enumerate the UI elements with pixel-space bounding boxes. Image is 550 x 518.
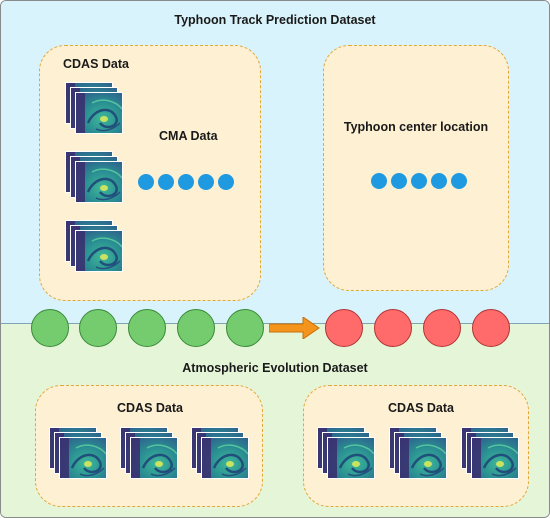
past-time-step-node: [79, 309, 117, 347]
typhoon-center-dot: [431, 173, 447, 189]
future-time-step-node: [423, 309, 461, 347]
top-left-box-label: CDAS Data: [63, 57, 129, 71]
cdas-image-stack: [65, 82, 127, 138]
cma-data-dot: [198, 174, 214, 190]
field-thumbnail-layer: [75, 92, 123, 134]
field-thumbnail-layer: [399, 437, 447, 479]
field-thumbnail-layer: [201, 437, 249, 479]
field-thumbnail-layer: [130, 437, 178, 479]
bottom-right-box-label: CDAS Data: [388, 401, 454, 415]
cdas-image-stack: [65, 220, 127, 276]
cma-data-dot: [138, 174, 154, 190]
top-section-title: Typhoon Track Prediction Dataset: [174, 13, 376, 27]
past-time-step-node: [177, 309, 215, 347]
field-thumbnail-layer: [59, 437, 107, 479]
prediction-arrow-icon: [269, 317, 320, 339]
typhoon-center-location-label: Typhoon center location: [343, 120, 489, 134]
cma-data-label: CMA Data: [159, 129, 218, 143]
field-thumbnail-layer: [327, 437, 375, 479]
cma-data-dot: [218, 174, 234, 190]
top-right-data-box: [323, 45, 509, 291]
bottom-section-title: Atmospheric Evolution Dataset: [182, 361, 368, 375]
past-time-step-node: [31, 309, 69, 347]
bottom-left-box-label: CDAS Data: [117, 401, 183, 415]
cdas-image-stack: [461, 427, 523, 483]
field-thumbnail-layer: [75, 161, 123, 203]
cdas-image-stack: [49, 427, 111, 483]
cma-data-dot: [158, 174, 174, 190]
typhoon-center-dot: [451, 173, 467, 189]
typhoon-center-dot: [371, 173, 387, 189]
typhoon-center-dot: [411, 173, 427, 189]
cdas-image-stack: [120, 427, 182, 483]
cdas-image-stack: [191, 427, 253, 483]
cdas-image-stack: [389, 427, 451, 483]
cma-data-dot: [178, 174, 194, 190]
field-thumbnail-layer: [471, 437, 519, 479]
past-time-step-node: [128, 309, 166, 347]
future-time-step-node: [325, 309, 363, 347]
cdas-image-stack: [65, 151, 127, 207]
future-time-step-node: [374, 309, 412, 347]
past-time-step-node: [226, 309, 264, 347]
field-thumbnail-layer: [75, 230, 123, 272]
typhoon-center-dot: [391, 173, 407, 189]
future-time-step-node: [472, 309, 510, 347]
cdas-image-stack: [317, 427, 379, 483]
